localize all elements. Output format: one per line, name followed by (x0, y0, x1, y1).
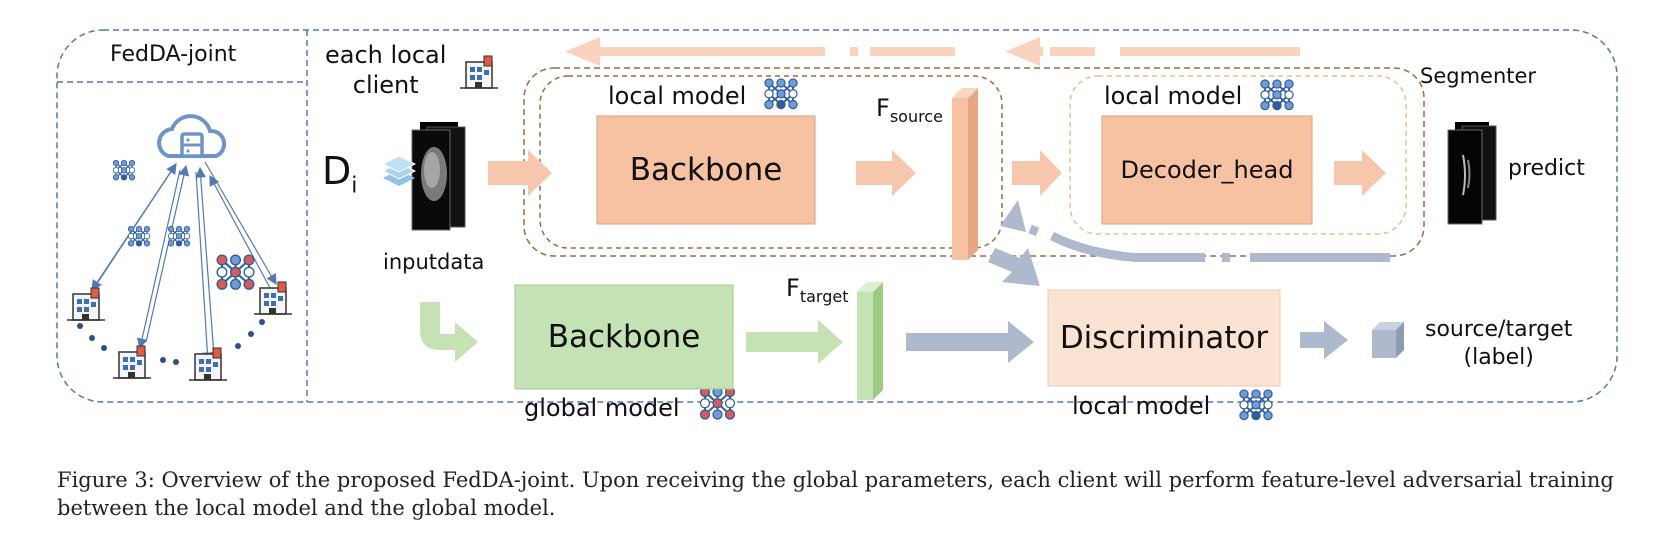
dataset-subscript: i (351, 173, 358, 199)
hospital-building-icon (253, 281, 293, 315)
global-model-label: global model (524, 394, 680, 422)
panel-title: FedDA-joint (110, 42, 237, 67)
client-dots (77, 319, 265, 365)
backbone-local-label: Backbone (629, 152, 783, 188)
input-image-stack (411, 122, 466, 231)
hospital-building-icon (112, 345, 152, 379)
discriminator-to-label-arrow (1300, 321, 1348, 359)
predict-image-stack (1447, 122, 1497, 225)
f-source-feature-bar (952, 88, 978, 260)
neural-network-icon (112, 159, 136, 181)
hospital-building-icon (66, 287, 106, 321)
outer-frame (56, 29, 1618, 403)
local-decoder-region (1069, 75, 1407, 235)
backbone-global-box (514, 284, 734, 390)
neural-network-icon (216, 254, 255, 291)
output-label: source/target (label) (1425, 317, 1573, 370)
f-target-label: Ftarget (786, 276, 848, 305)
f-target-symbol: F (786, 274, 800, 302)
f-source-subscript: source (889, 106, 943, 126)
feedback-arrow-bottom (1000, 200, 1390, 262)
local-model-label-discriminator: local model (1072, 392, 1211, 420)
local-model-label-backbone: local model (608, 82, 747, 110)
predict-label: predict (1508, 156, 1585, 181)
input-label: inputdata (383, 250, 485, 274)
f-source-symbol: F (876, 94, 890, 122)
stacked-layers-icon (381, 155, 417, 186)
neural-network-icon (127, 225, 151, 247)
segmenter-label: Segmenter (1420, 64, 1537, 88)
feedback-arrow-top (565, 37, 1300, 66)
backbone-local-box (596, 115, 816, 225)
neural-network-icon (1260, 79, 1294, 111)
client-label: each local client (325, 41, 447, 99)
hospital-building-icon (459, 55, 499, 89)
cloud-server-icon (157, 114, 227, 158)
target-to-discriminator-arrow (906, 321, 1034, 363)
local-model-label-decoder: local model (1104, 82, 1243, 110)
f-target-subscript: target (799, 286, 849, 306)
neural-network-icon (167, 225, 191, 247)
dataset-label: Di (322, 152, 357, 198)
neural-network-icon (699, 386, 736, 420)
neural-network-icon (764, 78, 798, 110)
decoder-head-label: Decoder_head (1120, 156, 1294, 184)
discriminator-label: Discriminator (1059, 320, 1269, 356)
dataset-symbol: D (322, 149, 352, 193)
decoder-head-box (1101, 115, 1313, 225)
input-to-global-arrow (420, 302, 478, 362)
source-to-discriminator-arrow (988, 248, 1040, 286)
global-to-target-arrow (746, 320, 843, 364)
discriminator-box (1047, 289, 1281, 387)
f-source-label: Fsource (876, 96, 943, 125)
orange-flow-arrows (488, 150, 1386, 196)
f-target-feature-bar (857, 282, 883, 400)
figure-caption: Figure 3: Overview of the proposed FedDA… (57, 468, 1614, 520)
label-cube-icon (1372, 322, 1404, 358)
neural-network-icon (1239, 389, 1273, 421)
backbone-global-label: Backbone (547, 319, 701, 355)
